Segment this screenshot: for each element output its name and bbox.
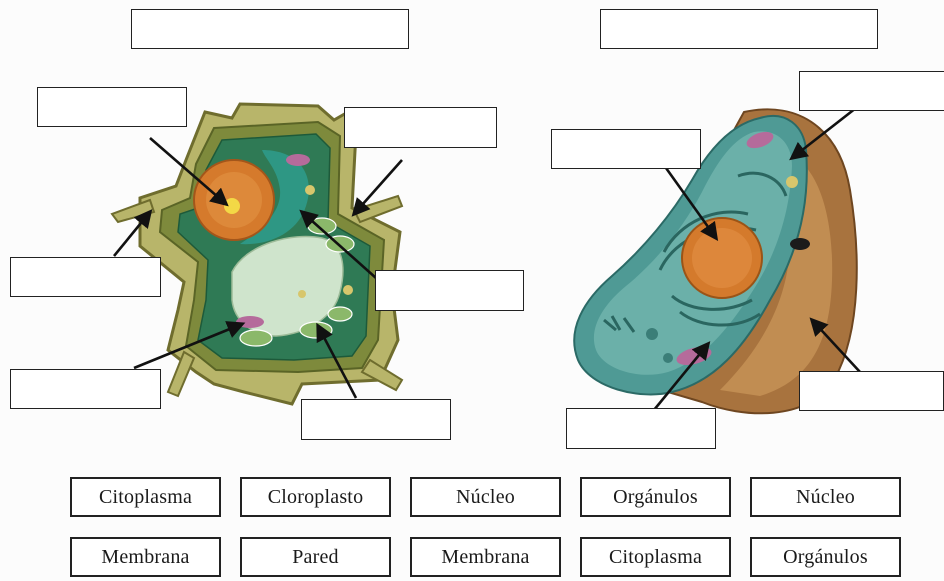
animal-cytoplasm-box[interactable] (799, 371, 944, 411)
word-bank-item[interactable]: Núcleo (410, 477, 561, 517)
plant-title-box[interactable] (131, 9, 409, 49)
word-bank-item[interactable]: Membrana (70, 537, 221, 577)
word-bank-item[interactable]: Citoplasma (580, 537, 731, 577)
animal-organelles-box[interactable] (566, 408, 716, 449)
word-bank-item[interactable]: Membrana (410, 537, 561, 577)
plant-chloroplast-box[interactable] (10, 369, 161, 409)
word-bank-item[interactable]: Orgánulos (750, 537, 901, 577)
animal-title-box[interactable] (600, 9, 878, 49)
word-bank-item[interactable]: Núcleo (750, 477, 901, 517)
word-bank-item[interactable]: Pared (240, 537, 391, 577)
plant-nucleus-box[interactable] (37, 87, 187, 127)
word-bank-item[interactable]: Citoplasma (70, 477, 221, 517)
plant-wall-box[interactable] (344, 107, 497, 148)
word-bank-item[interactable]: Cloroplasto (240, 477, 391, 517)
plant-organelles-box[interactable] (375, 270, 524, 311)
plant-membrane-box[interactable] (10, 257, 161, 297)
plant-cytoplasm-box[interactable] (301, 399, 451, 440)
word-bank-item[interactable]: Orgánulos (580, 477, 731, 517)
animal-nucleus-box[interactable] (551, 129, 701, 169)
animal-membrane-box[interactable] (799, 71, 944, 111)
